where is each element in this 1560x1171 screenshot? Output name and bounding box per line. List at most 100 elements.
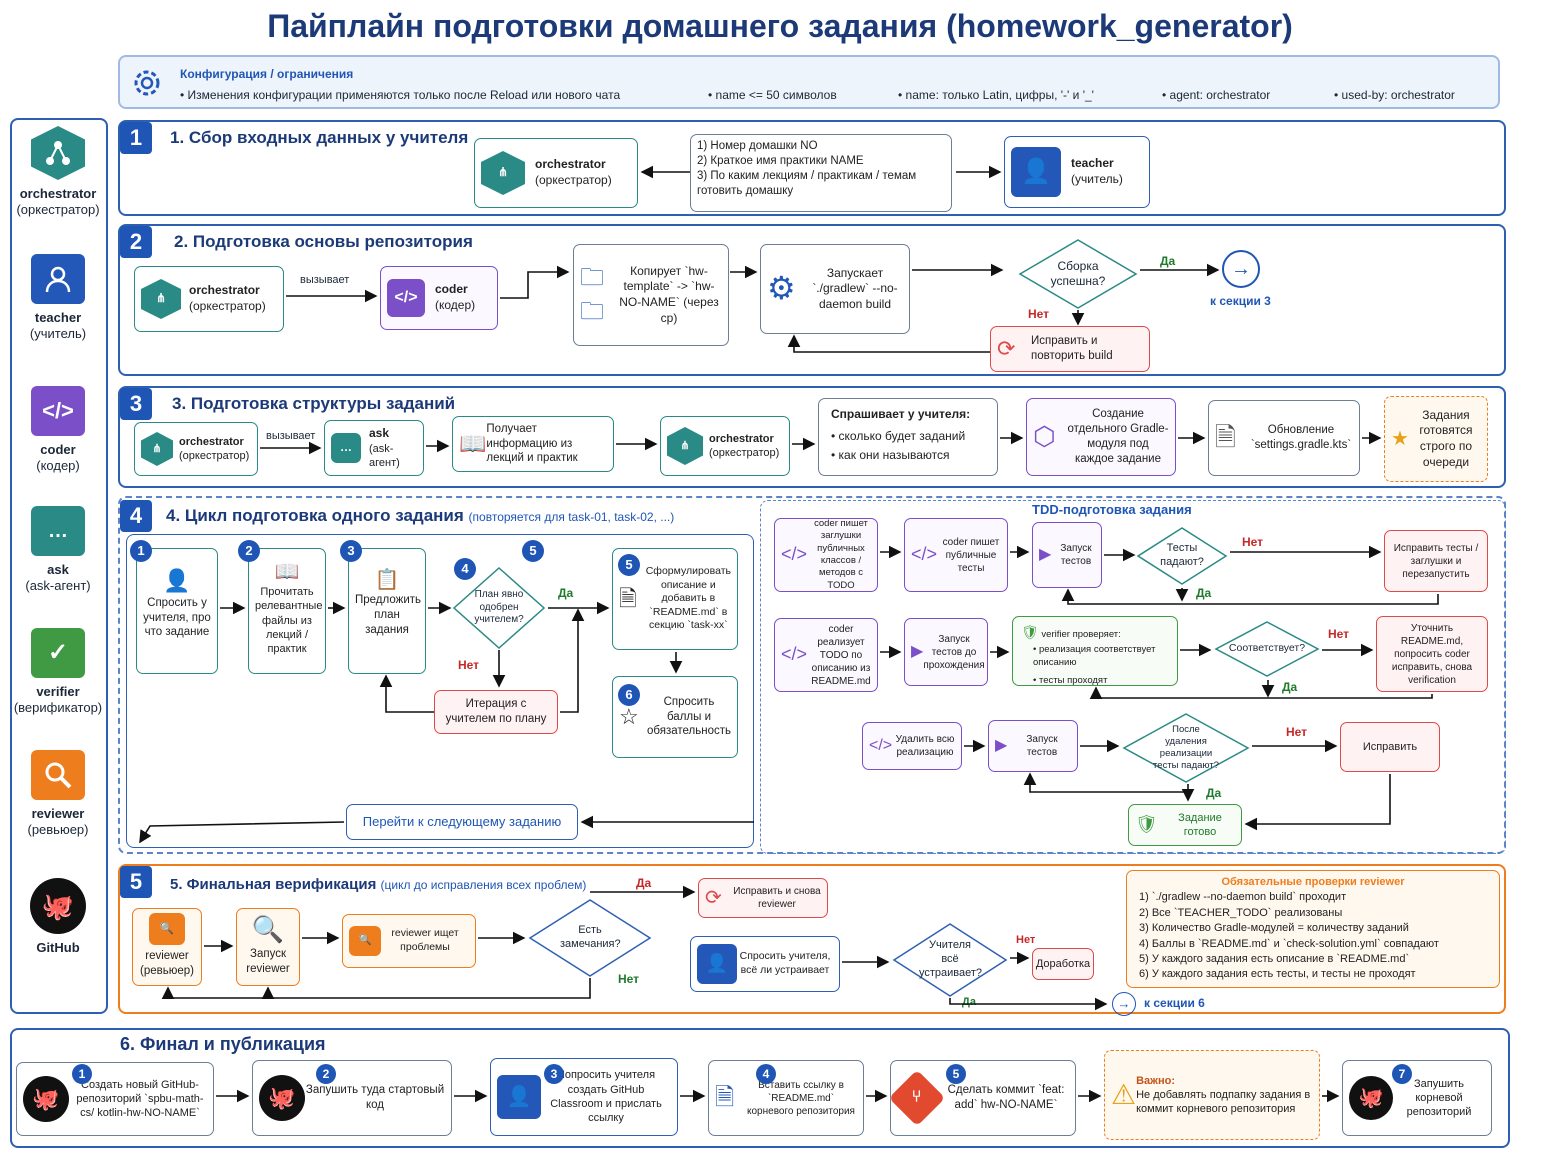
s4-step-read: 📖Прочитать релевантные файлы из лекций /… (248, 548, 326, 674)
network-icon: ⋔ (481, 151, 525, 195)
tdd-verifier: 🛡 verifier проверяет: реализация соответ… (1012, 616, 1178, 686)
yes-label: Да (1282, 680, 1298, 694)
legend-github: 🐙 GitHub (12, 878, 104, 956)
section-number: 4 (120, 500, 152, 532)
goto-section-6: к секции 6 (1144, 996, 1205, 1010)
step-number: 1 (72, 1064, 92, 1084)
tdd-tests: </>coder пишет публичные тесты (904, 518, 1008, 592)
s1-orchestrator: ⋔ orchestrator(оркестратор) (474, 138, 638, 208)
step-number: 7 (1392, 1064, 1412, 1084)
code-icon: </> (911, 544, 938, 565)
s5-run-reviewer: 🔍Запуск reviewer (236, 908, 300, 986)
section-title: 6. Финал и публикация (120, 1034, 326, 1054)
yes-label: Да (636, 876, 652, 890)
clipboard-icon: 📋 (374, 569, 400, 591)
s3-orchestrator-2: ⋔ orchestrator(оркестратор) (660, 416, 790, 476)
gear-icon (128, 64, 166, 107)
step-number: 1 (130, 540, 152, 562)
section-number: 3 (120, 388, 152, 420)
s5-ok-decision: Учителя всё устраивает? (892, 922, 1008, 998)
magnifier-icon: 🔍 (349, 926, 381, 956)
star-icon: ★ (1391, 428, 1409, 450)
arrow-right-circle-icon: → (1112, 992, 1136, 1016)
s3-orchestrator: ⋔ orchestrator(оркестратор) (134, 422, 258, 476)
goto-section-3: к секции 3 (1210, 294, 1271, 308)
code-icon: </> (387, 279, 425, 317)
shield-icon: ✓ (31, 628, 85, 678)
config-item: • name <= 50 символов (708, 88, 837, 102)
s5-rework: Доработка (1032, 948, 1094, 980)
section-number: 1 (120, 122, 152, 154)
s3-ask-teacher: Спрашивает у учителя: сколько будет зада… (818, 398, 998, 476)
magnifier-icon: 🔍 (251, 914, 285, 944)
no-label: Нет (1242, 535, 1264, 549)
section-title: 2. Подготовка основы репозитория (174, 232, 473, 251)
legend-reviewer: reviewer(ревьюер) (12, 750, 104, 839)
step-number: 5 (522, 540, 544, 562)
tdd-fix-1: Исправить тесты / заглушки и перезапусти… (1384, 530, 1488, 592)
book-icon: 📖 (274, 561, 300, 583)
user-icon: 👤 (163, 568, 191, 593)
tdd-fail-decision: Тесты падают? (1136, 526, 1228, 586)
gear-icon: ⚙ (767, 270, 796, 307)
step-number: 6 (618, 684, 640, 706)
section-title: 4. Цикл подготовка одного задания (повто… (166, 506, 675, 525)
s5-reviewer-seek: 🔍reviewer ищет проблемы (342, 914, 476, 968)
config-item: • name: только Latin, цифры, '-' и '_' (898, 88, 1094, 102)
refresh-icon: ⟳ (705, 887, 722, 909)
network-icon: ⋔ (667, 427, 703, 465)
edge-label: вызывает (300, 274, 350, 286)
s4-step-plan: 📋Предложить план задания (348, 548, 426, 674)
s2-fix-build: ⟳ Исправить и повторить build (990, 326, 1150, 372)
step-number: 2 (238, 540, 260, 562)
user-icon: 👤 (497, 1075, 541, 1119)
s2-run-build: ⚙ Запускает `./gradlew` --no-daemon buil… (760, 244, 910, 334)
tdd-match-decision: Соответствует? (1214, 620, 1320, 678)
legend-coder: </> coder(кодер) (12, 386, 104, 475)
tdd-run-1: ▶Запуск тестов (1032, 522, 1102, 588)
s6-insert-link: 🗎Вставить ссылку в `README.md` корневого… (708, 1060, 864, 1136)
s6-classroom: 👤Попросить учителя создать GitHub Classr… (490, 1058, 678, 1136)
user-icon: 👤 (697, 944, 737, 984)
s4-step-ask: 👤Спросить у учителя, про что задание (136, 548, 218, 674)
s2-build-ok-decision: Сборка успешна? (1018, 238, 1138, 310)
s4-next-task[interactable]: Перейти к следующему заданию (346, 804, 578, 840)
chat-icon: … (31, 506, 85, 556)
github-icon: 🐙 (23, 1076, 69, 1122)
user-icon: 👤 (1011, 147, 1061, 197)
magnifier-icon: 🔍 (149, 913, 185, 945)
shield-check-icon: 🛡 (1135, 814, 1158, 835)
yes-label: Да (962, 996, 976, 1008)
network-icon: ⋔ (141, 279, 181, 319)
config-item: • used-by: orchestrator (1334, 88, 1455, 102)
step-number: 4 (454, 558, 476, 580)
no-label: Нет (618, 972, 640, 986)
step-number: 3 (544, 1064, 564, 1084)
page-title: Пайплайн подготовки домашнего задания (h… (267, 8, 1293, 44)
s4-plan-approved-decision: План явно одобрен учителем? (452, 566, 546, 650)
tdd-impl: </>coder реализует TODO по описанию из R… (774, 618, 878, 692)
chat-icon: … (331, 433, 361, 463)
code-icon: </> (31, 386, 85, 436)
s6-push-root: 🐙Запушить корневой репозиторий (1342, 1060, 1492, 1136)
section-4-inner (126, 534, 754, 848)
s4-iterate: Итерация с учителем по плану (434, 690, 558, 734)
book-icon: 📖 (459, 430, 487, 456)
legend-orchestrator: orchestrator(оркестратор) (12, 126, 104, 219)
no-label: Нет (1028, 307, 1050, 321)
tdd-fix-3: Исправить (1340, 722, 1440, 772)
s6-push-code: 🐙Запушить туда стартовый код (252, 1060, 452, 1136)
s5-reviewer: 🔍 reviewer(ревьюер) (132, 908, 202, 986)
s6-important-note: ⚠ Важно:Не добавлять подпапку задания в … (1104, 1050, 1320, 1140)
warning-icon: ⚠ (1111, 1078, 1137, 1110)
config-heading: Конфигурация / ограничения (180, 67, 354, 81)
settings-file-icon: 🗎 (1215, 422, 1236, 453)
s3-gradle-module: ⬡ Создание отдельного Gradle-модуля под … (1026, 398, 1176, 476)
tdd-run-3: ▶Запуск тестов (988, 720, 1078, 772)
s3-queue-note: ★ Задания готовятся строго по очереди (1384, 396, 1488, 482)
s6-commit: ⑂Сделать коммит `feat: add` hw-NO-NAME` (888, 1060, 1076, 1136)
step-number: 3 (340, 540, 362, 562)
yes-label: Да (1160, 254, 1176, 268)
s2-copy-template: 🗀🗀 Копирует `hw-template` -> `hw-NO-NAME… (573, 244, 729, 346)
